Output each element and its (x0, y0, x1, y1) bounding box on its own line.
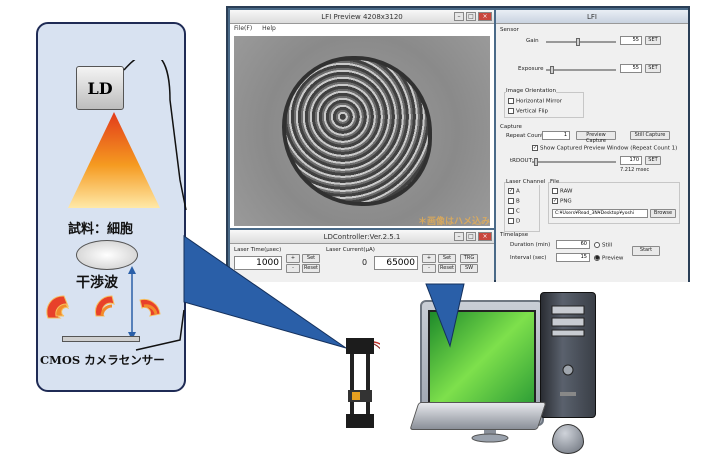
lfi-device (346, 338, 380, 428)
menu-bar: File(F) Help (230, 24, 494, 34)
exposure-set-button[interactable]: SET (645, 64, 661, 73)
duration-field[interactable]: 60 (556, 240, 590, 249)
trdout-slider-thumb[interactable] (534, 158, 538, 166)
maximize-icon[interactable]: □ (466, 12, 476, 21)
laser-time-minus-button[interactable]: - (286, 264, 300, 273)
show-captured-checkbox[interactable]: ✓Show Captured Preview Window (Repeat Co… (532, 145, 678, 152)
laser-current-zero: 0 (362, 258, 368, 267)
file-group-label: File (550, 179, 560, 185)
gain-field[interactable]: 55 (620, 36, 642, 45)
tower-drives (551, 305, 585, 396)
laser-current-set-button[interactable]: Set (438, 254, 456, 263)
pc-tower (540, 292, 596, 418)
cell-image (282, 56, 432, 206)
ld-controller-window: LDController:Ver.2.5.1 –□× Laser Time(μs… (230, 230, 494, 282)
png-checkbox[interactable]: ✓PNG (552, 198, 572, 205)
sample-cell (76, 240, 138, 270)
laser-time-set-button[interactable]: Set (302, 254, 320, 263)
raw-checkbox[interactable]: RAW (552, 188, 573, 195)
trdout-set-button[interactable]: SET (645, 156, 661, 165)
repeat-count-label: Repeat Count (506, 133, 544, 139)
sw-button[interactable]: SW (460, 264, 478, 273)
sample-label: 試料：細胞 (68, 222, 134, 237)
channel-c-checkbox[interactable]: C (508, 208, 520, 215)
gain-slider[interactable] (546, 38, 616, 46)
exposure-label: Exposure (518, 66, 544, 72)
trdout-field[interactable]: 170 (620, 156, 642, 165)
preview-window: LFI Preview 4208x3120 –□× File(F) Help (230, 10, 494, 228)
gain-set-button[interactable]: SET (645, 36, 661, 45)
trg-button[interactable]: TRG (460, 254, 478, 263)
trdout-msec: 7.212 msec (620, 167, 650, 173)
maximize-icon[interactable]: □ (466, 232, 476, 241)
exposure-field[interactable]: 55 (620, 64, 642, 73)
cmos-sensor (62, 336, 140, 342)
channel-d-checkbox[interactable]: D (508, 218, 520, 225)
laser-current-plus-button[interactable]: + (422, 254, 436, 263)
pointer-to-device (183, 235, 347, 349)
trdout-slider[interactable] (532, 158, 616, 166)
duration-label: Duration (min) (510, 242, 551, 248)
laser-time-reset-button[interactable]: Reset (302, 264, 320, 273)
gain-label: Gain (526, 38, 539, 44)
laser-time-field[interactable]: 1000 (234, 256, 282, 270)
pc-screen (428, 310, 536, 410)
preview-titlebar[interactable]: LFI Preview 4208x3120 –□× (230, 10, 494, 24)
software-screenshot: LFI Preview 4208x3120 –□× File(F) Help L… (226, 6, 690, 282)
horizontal-mirror-checkbox[interactable]: Horizontal Mirror (508, 98, 562, 105)
watermark-note: ＊画像はハメ込み (418, 217, 491, 227)
laser-current-field[interactable]: 65000 (374, 256, 418, 270)
capture-group-label: Capture (500, 124, 522, 130)
pointer-to-monitor (425, 283, 465, 348)
preview-title: LFI Preview 4208x3120 (321, 13, 403, 21)
cell-preview-image (234, 36, 490, 226)
save-path-field[interactable]: C:¥Users¥Read_3N¥Desktop¥yoshi (552, 209, 648, 218)
minimize-icon[interactable]: – (454, 232, 464, 241)
menu-help[interactable]: Help (262, 25, 276, 32)
exposure-slider-thumb[interactable] (550, 66, 554, 74)
laser-current-label: Laser Current(μA) (326, 247, 375, 253)
vertical-flip-checkbox[interactable]: Vertical Flip (508, 108, 548, 115)
laser-cable (123, 60, 187, 351)
still-capture-button[interactable]: Still Capture (630, 131, 670, 140)
preview-capture-button[interactable]: Preview Capture (576, 131, 616, 144)
repeat-count-field[interactable]: 1 (542, 131, 570, 140)
ldc-titlebar[interactable]: LDController:Ver.2.5.1 –□× (230, 230, 494, 244)
mouse (552, 424, 584, 454)
lfi-title: LFI (587, 13, 597, 21)
lfi-control-window: LFI Sensor Gain 55 SET Exposure 55 SET I… (496, 10, 688, 282)
close-icon[interactable]: × (478, 12, 492, 21)
laser-time-plus-button[interactable]: + (286, 254, 300, 263)
channel-a-checkbox[interactable]: ✓A (508, 188, 520, 195)
start-button[interactable]: Start (632, 246, 660, 256)
still-radio[interactable]: Still (594, 242, 612, 249)
laser-time-label: Laser Time(μsec) (234, 247, 282, 253)
interference-waves (46, 266, 161, 340)
interference-label: 干渉波 (76, 275, 118, 291)
interval-label: Interval (sec) (510, 255, 547, 261)
laser-current-minus-button[interactable]: - (422, 264, 436, 273)
exposure-slider[interactable] (546, 66, 616, 74)
menu-file[interactable]: File(F) (234, 25, 253, 32)
light-cone (68, 112, 160, 208)
timelapse-group-label: Timelapse (500, 232, 529, 238)
interval-field[interactable]: 15 (556, 253, 590, 262)
browse-button[interactable]: Browse (650, 209, 676, 218)
preview-radio[interactable]: ●Preview (594, 255, 624, 262)
file-group (548, 182, 680, 224)
close-icon[interactable]: × (478, 232, 492, 241)
laser-current-reset-button[interactable]: Reset (438, 264, 456, 273)
keyboard (409, 402, 547, 430)
cmos-label: CMOS カメラセンサー (40, 353, 165, 367)
minimize-icon[interactable]: – (454, 12, 464, 21)
trdout-label: tRDOUT: (510, 158, 534, 164)
lfi-titlebar[interactable]: LFI (496, 10, 688, 24)
gain-slider-thumb[interactable] (576, 38, 580, 46)
channel-b-checkbox[interactable]: B (508, 198, 520, 205)
ldc-title: LDController:Ver.2.5.1 (323, 233, 401, 241)
laser-channel-label: Laser Channel (506, 179, 546, 185)
sensor-group-label: Sensor (500, 27, 519, 33)
orientation-label: Image Orientation (506, 88, 557, 94)
laser-diode: LD (76, 66, 124, 110)
